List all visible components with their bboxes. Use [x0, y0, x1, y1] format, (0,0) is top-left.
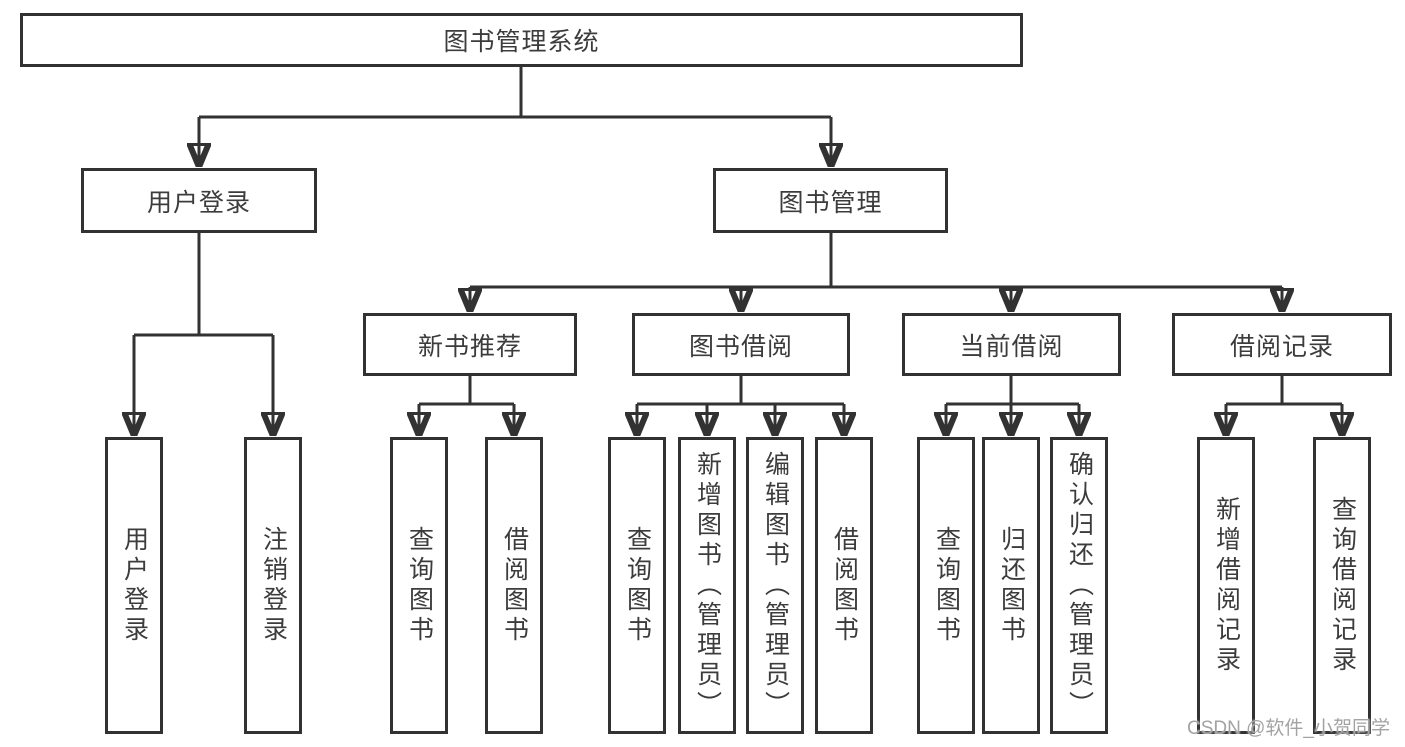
leaf-label: 用户登录 [120, 525, 149, 646]
connector-book-management-branch [470, 233, 1282, 289]
leaf-label: 新增图书（管理员） [693, 450, 722, 721]
leaf-query-books-recommend: 查询图书 [390, 437, 448, 734]
connector-new-book-branch [419, 376, 514, 406]
node-new-book-recommend: 新书推荐 [363, 313, 577, 376]
csdn-watermark: CSDN @软件_小贺同学 [1187, 718, 1390, 739]
leaf-logout: 注销登录 [244, 437, 302, 734]
node-borrow-records: 借阅记录 [1172, 313, 1392, 376]
leaf-user-login: 用户登录 [105, 437, 163, 734]
leaf-label: 确认归还（管理员） [1065, 450, 1094, 721]
leaf-label: 归还图书 [997, 525, 1026, 646]
node-user-login: 用户登录 [81, 168, 317, 233]
leaf-borrow-books-borrowing: 借阅图书 [815, 437, 873, 734]
leaf-label: 新增借阅记录 [1212, 495, 1241, 676]
connector-current-borrowing-branch [946, 376, 1079, 406]
connector-root-branch [199, 67, 831, 119]
node-current-borrowing: 当前借阅 [902, 313, 1121, 376]
leaf-return-books: 归还图书 [982, 437, 1040, 734]
leaf-add-book-admin: 新增图书（管理员） [678, 437, 736, 734]
leaf-edit-book-admin: 编辑图书（管理员） [746, 437, 804, 734]
leaf-label: 查询借阅记录 [1328, 495, 1357, 676]
leaf-borrow-books-recommend: 借阅图书 [485, 437, 543, 734]
leaf-label: 查询图书 [932, 525, 961, 646]
node-library-management-system: 图书管理系统 [20, 13, 1023, 67]
leaf-query-books-borrowing: 查询图书 [608, 437, 666, 734]
leaf-confirm-return-admin: 确认归还（管理员） [1050, 437, 1108, 734]
leaf-label: 查询图书 [405, 525, 434, 646]
leaf-label: 注销登录 [259, 525, 288, 646]
leaf-query-borrow-record: 查询借阅记录 [1313, 437, 1371, 734]
node-book-management: 图书管理 [713, 168, 948, 233]
leaf-label: 借阅图书 [500, 525, 529, 646]
leaf-add-borrow-record: 新增借阅记录 [1197, 437, 1255, 734]
leaf-label: 查询图书 [623, 525, 652, 646]
leaf-query-books-current: 查询图书 [917, 437, 975, 734]
connector-user-login-branch [134, 233, 273, 337]
leaf-label: 借阅图书 [830, 525, 859, 646]
connector-borrow-records-branch [1226, 376, 1342, 406]
leaf-label: 编辑图书（管理员） [761, 450, 790, 721]
connector-book-borrowing-branch [637, 376, 844, 406]
node-book-borrowing: 图书借阅 [632, 313, 850, 376]
